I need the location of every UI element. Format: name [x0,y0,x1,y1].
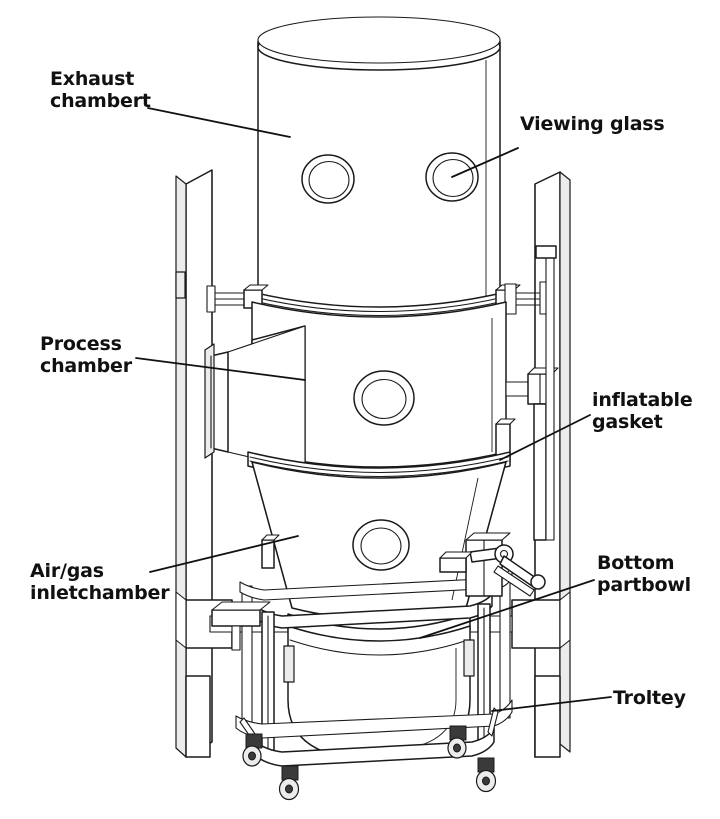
side-pipe-assembly [495,245,559,541]
inlet-duct [204,325,306,471]
label-inflatable-gasket: inflatable gasket [592,389,693,434]
clamp-linkage [261,532,546,597]
leader-inflatable-gasket [499,414,591,461]
label-air-gas-inletchamber: Air/gas inletchamber [30,560,170,605]
label-exhaust-chamber: Exhaust chambert [50,68,151,113]
exhaust-chamber [257,16,501,312]
support-column-left [175,169,233,758]
viewing-glass-process[interactable] [353,370,415,426]
bottom-partbowl [283,613,475,761]
label-process-chamber: Process chamber [40,333,132,378]
caster-front-right [475,757,497,793]
leader-lines [135,107,612,712]
leader-trolley [491,696,612,712]
label-bottom-partbowl: Bottom partbowl [597,552,691,597]
leader-viewing-glass [451,147,519,178]
caster-back-left [242,733,263,767]
leader-process-chamber [135,357,306,381]
caster-back-right [447,725,467,759]
caster-front-left [278,765,300,801]
label-viewing-glass: Viewing glass [520,113,665,135]
viewing-glass-cone[interactable] [352,519,410,571]
viewing-glass-top-left[interactable] [301,154,355,204]
leader-air-gas-inletchamber [149,535,299,573]
leader-bottom-partbowl [419,579,595,639]
label-trolley: Troltey [613,687,686,709]
leader-exhaust-chamber [147,107,291,138]
